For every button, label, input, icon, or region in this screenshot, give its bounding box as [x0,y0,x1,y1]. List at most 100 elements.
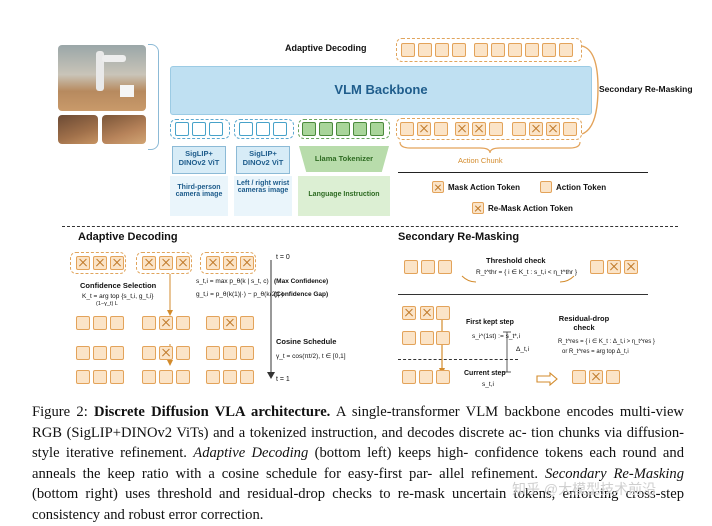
remask-token [420,306,434,320]
vision-token [239,122,253,136]
remask-token [436,306,450,320]
current-step-formula: s_t,i [482,381,494,388]
action-chunk-label: Action Chunk [458,156,503,165]
masked-action-token [529,122,543,136]
masked-action-token [489,122,503,136]
language-token [353,122,367,136]
language-token [319,122,333,136]
section-divider [62,226,678,227]
decoding-token [76,346,90,360]
secondary-remasking-title: Secondary Re-Masking [398,231,520,243]
decoding-token [159,370,173,384]
cosine-schedule-label: Cosine Schedule [276,337,337,346]
confidence-gap-label: (Confidence Gap) [274,291,329,298]
delta-bracket [503,331,511,373]
language-token-group [298,119,390,139]
kt-formula-sub: (1−γ_t) L [96,301,118,307]
output-action-token [525,43,539,57]
decoding-token [223,346,237,360]
decoding-token [93,346,107,360]
output-action-token [452,43,466,57]
vision-token-group-1 [170,119,230,139]
result-arrow [536,372,558,386]
language-token [302,122,316,136]
confidence-selection-label: Confidence Selection [80,281,157,290]
decoding-token [93,370,107,384]
delta-label: Δ_t,i [516,346,530,353]
legend-remask-token-icon [472,202,484,214]
vision-token [273,122,287,136]
cosine-schedule-formula: γ_t = cos(πt/2), t ∈ [0,1] [276,353,346,360]
remask-token [606,370,620,384]
remask-token [572,370,586,384]
masked-action-token [512,122,526,136]
caption-title: Discrete Diffusion VLA architecture. [94,404,331,420]
decoding-token [206,346,220,360]
masked-action-token [417,122,431,136]
output-action-token [542,43,556,57]
decoding-token [223,370,237,384]
decoding-token [176,256,190,270]
adaptive-decoding-top-label: Adaptive Decoding [285,43,367,53]
remask-token [436,331,450,345]
first-kept-step-label: First kept step [466,319,514,326]
output-action-token [435,43,449,57]
decoding-token [110,370,124,384]
remask-token [590,260,604,274]
time-axis-arrow [267,260,275,379]
figure-caption: Figure 2: Discrete Diffusion VLA archite… [32,402,684,526]
decoding-token [110,316,124,330]
masked-action-token [455,122,469,136]
threshold-arrows [461,275,575,283]
first-kept-step-formula: s_i^(1st) := s_t*,i [472,333,521,340]
vision-token [209,122,223,136]
third-person-camera-photo [58,45,146,111]
caption-line5a: allel refinement. [439,465,539,482]
legend-action-token: Action Token [556,183,607,192]
input-wrist-cameras: Left / right wrist cameras image [234,176,292,216]
residual-drop-or-formula: or R_t^res = arg top Δ_t,i [562,349,629,355]
kt-formula: K_t = arg top {s_t,i, g_t,i} [82,293,154,300]
encoder-vision-third-person: SigLIP+ DINOv2 ViT [172,146,226,174]
decoding-token-group [200,252,256,274]
step-separator-line [398,359,518,360]
decoding-token [76,370,90,384]
remask-token [402,370,416,384]
wrist-camera-photo-left [58,115,98,144]
caption-label: Figure 2: [32,404,88,420]
output-action-token [508,43,522,57]
caption-line5b: (bottom right) uses threshold and residu… [32,486,391,503]
caption-line4: confidence tokens each round and anneals… [32,445,684,482]
remask-token [402,331,416,345]
decoding-token [110,346,124,360]
decoding-token [240,346,254,360]
max-confidence-label: (Max Confidence) [274,278,329,285]
language-token [370,122,384,136]
adaptive-decoding-title: Adaptive Decoding [78,231,178,243]
masked-action-token [472,122,486,136]
decoding-token [240,256,254,270]
input-language-instruction: Language Instruction [298,176,390,216]
caption-secondary-remasking: Secondary Re-Masking [544,465,684,482]
decoding-token [223,316,237,330]
decoding-token [240,370,254,384]
legend-divider [398,172,648,173]
action-token-group-masked [396,118,582,140]
remask-token [419,370,433,384]
legend-mask-action-token: Mask Action Token [448,183,521,192]
wrist-camera-photo-right [102,115,146,144]
output-token-chunk-top [396,38,582,62]
secondary-remasking-top-label: Secondary Re-Masking [599,84,693,94]
remask-token [607,260,621,274]
threshold-check-formula: R_t^thr = { i ∈ K_t : s_t,i < η_t^thr } [476,269,578,276]
confidence-gap-formula: g_t,i = p_θ(k(1)|·) − p_θ(k(2)|·) [196,291,284,298]
max-confidence-formula: s_t,i = max p_θ(k | s_t, c) [196,278,269,285]
decoding-token-group [136,252,192,274]
legend-remask-action-token: Re-Mask Action Token [488,204,573,213]
decoding-token [142,256,156,270]
masked-action-token [400,122,414,136]
caption-line2: multi-view RGB (SigLIP+DINOv2 ViTs) and … [32,404,684,441]
decoding-token [76,256,90,270]
decoding-token [142,316,156,330]
remask-token [438,260,452,274]
